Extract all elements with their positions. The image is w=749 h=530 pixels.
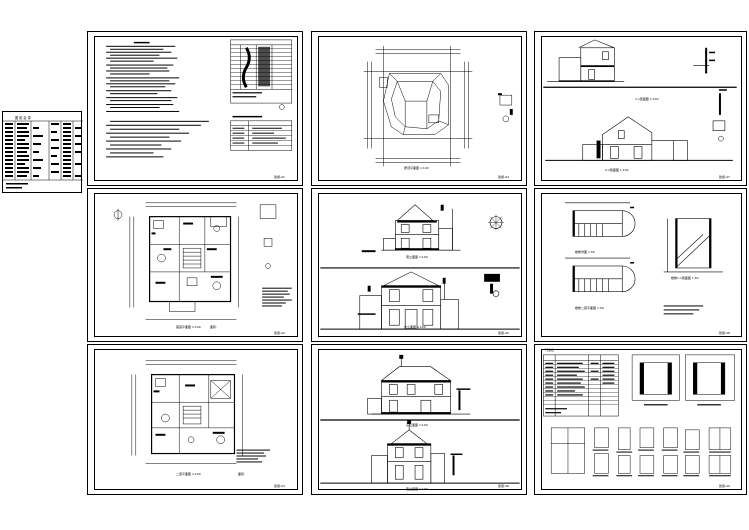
sheet-number: 建施-02 (274, 331, 285, 335)
sections-drawing (543, 39, 737, 161)
sheet-roof-plan[interactable]: 屋顶平面图 1:100 建施-04 (311, 31, 527, 186)
sheet-number: 建施-08 (719, 331, 730, 335)
sheet-subtitle: 北立面图 1:100 (404, 325, 426, 329)
sheet-frame (94, 349, 298, 490)
sheet-title: 首层平面图 1:100 (176, 325, 201, 329)
sheet-number: 建施-01 (274, 175, 285, 179)
sheet-frame (318, 349, 522, 490)
sheet-door-window-schedule[interactable]: 门窗表 建施-09 (534, 344, 747, 495)
sheet-subtitle: 楼梯二层平面图 1:50 (575, 306, 604, 310)
sheet-frame (318, 193, 522, 337)
ground-floor-plan-drawing (113, 202, 292, 320)
sheet-stair-details[interactable]: 楼梯详图 1:50 楼梯二层平面图 1:50 楼梯1-1剖面图 1:50 建施-… (534, 188, 747, 342)
sheet-number: 建施-05 (498, 331, 509, 335)
elevations-1-drawing (320, 204, 520, 330)
sheet-frame (318, 36, 522, 181)
stair-details-drawing (564, 202, 723, 315)
sheet-frame (94, 193, 298, 337)
area-label: 面积: (238, 472, 246, 476)
sheet-design-notes[interactable]: 建施-01 (87, 31, 303, 186)
area-label: 面积: (210, 325, 218, 329)
sheet-title: 1-1剖面图 1:100 (635, 97, 659, 101)
sheet-subtitle: 2-2剖面图 1:100 (605, 168, 629, 172)
sheet-number: 建施-09 (719, 484, 730, 488)
sheet-number: 建施-04 (498, 175, 509, 179)
drawing-index-table: 图 纸 目 录 (2, 111, 83, 193)
sheet-frame (541, 193, 742, 337)
index-table-title: 图 纸 目 录 (15, 115, 32, 120)
sheet-elevations-1[interactable]: 南立面图 1:100 北立面图 1:100 建施-05 (311, 188, 527, 342)
sheet-title: 南立面图 1:100 (406, 255, 428, 259)
sheet-number: 建施-03 (274, 484, 285, 488)
design-notes-drawing (106, 39, 292, 158)
sheet-number: 建施-06 (498, 484, 509, 488)
sheet-frame (541, 349, 742, 490)
sheet-frame (541, 36, 742, 181)
sheet-title: 门窗表 (545, 348, 555, 352)
sheet-frame (94, 36, 298, 181)
second-floor-plan-drawing (131, 360, 270, 464)
sheet-title: 东立面图 1:100 (406, 423, 428, 427)
elevations-2-drawing (320, 354, 520, 484)
sheet-number: 建施-07 (719, 175, 730, 179)
sheet-second-floor-plan[interactable]: 二层平面图 1:100 面积: 建施-03 (87, 344, 303, 495)
sheet-subtitle-2: 楼梯1-1剖面图 1:50 (671, 276, 699, 280)
sheet-title: 楼梯详图 1:50 (575, 250, 595, 254)
sheet-title: 屋顶平面图 1:100 (404, 166, 429, 170)
index-table-grid: 图 纸 目 录 (3, 115, 83, 189)
door-window-schedule-drawing (543, 354, 735, 477)
sheet-sections[interactable]: 1-1剖面图 1:100 2-2剖面图 1:100 建施-07 (534, 31, 747, 186)
sheet-subtitle: 西立面图 1:100 (406, 487, 428, 491)
sheet-ground-floor-plan[interactable]: 首层平面图 1:100 面积: 建施-02 (87, 188, 303, 342)
sheet-title: 二层平面图 1:100 (176, 472, 201, 476)
roof-plan-drawing (363, 45, 513, 167)
sheet-elevations-2[interactable]: 东立面图 1:100 西立面图 1:100 建施-06 (311, 344, 527, 495)
